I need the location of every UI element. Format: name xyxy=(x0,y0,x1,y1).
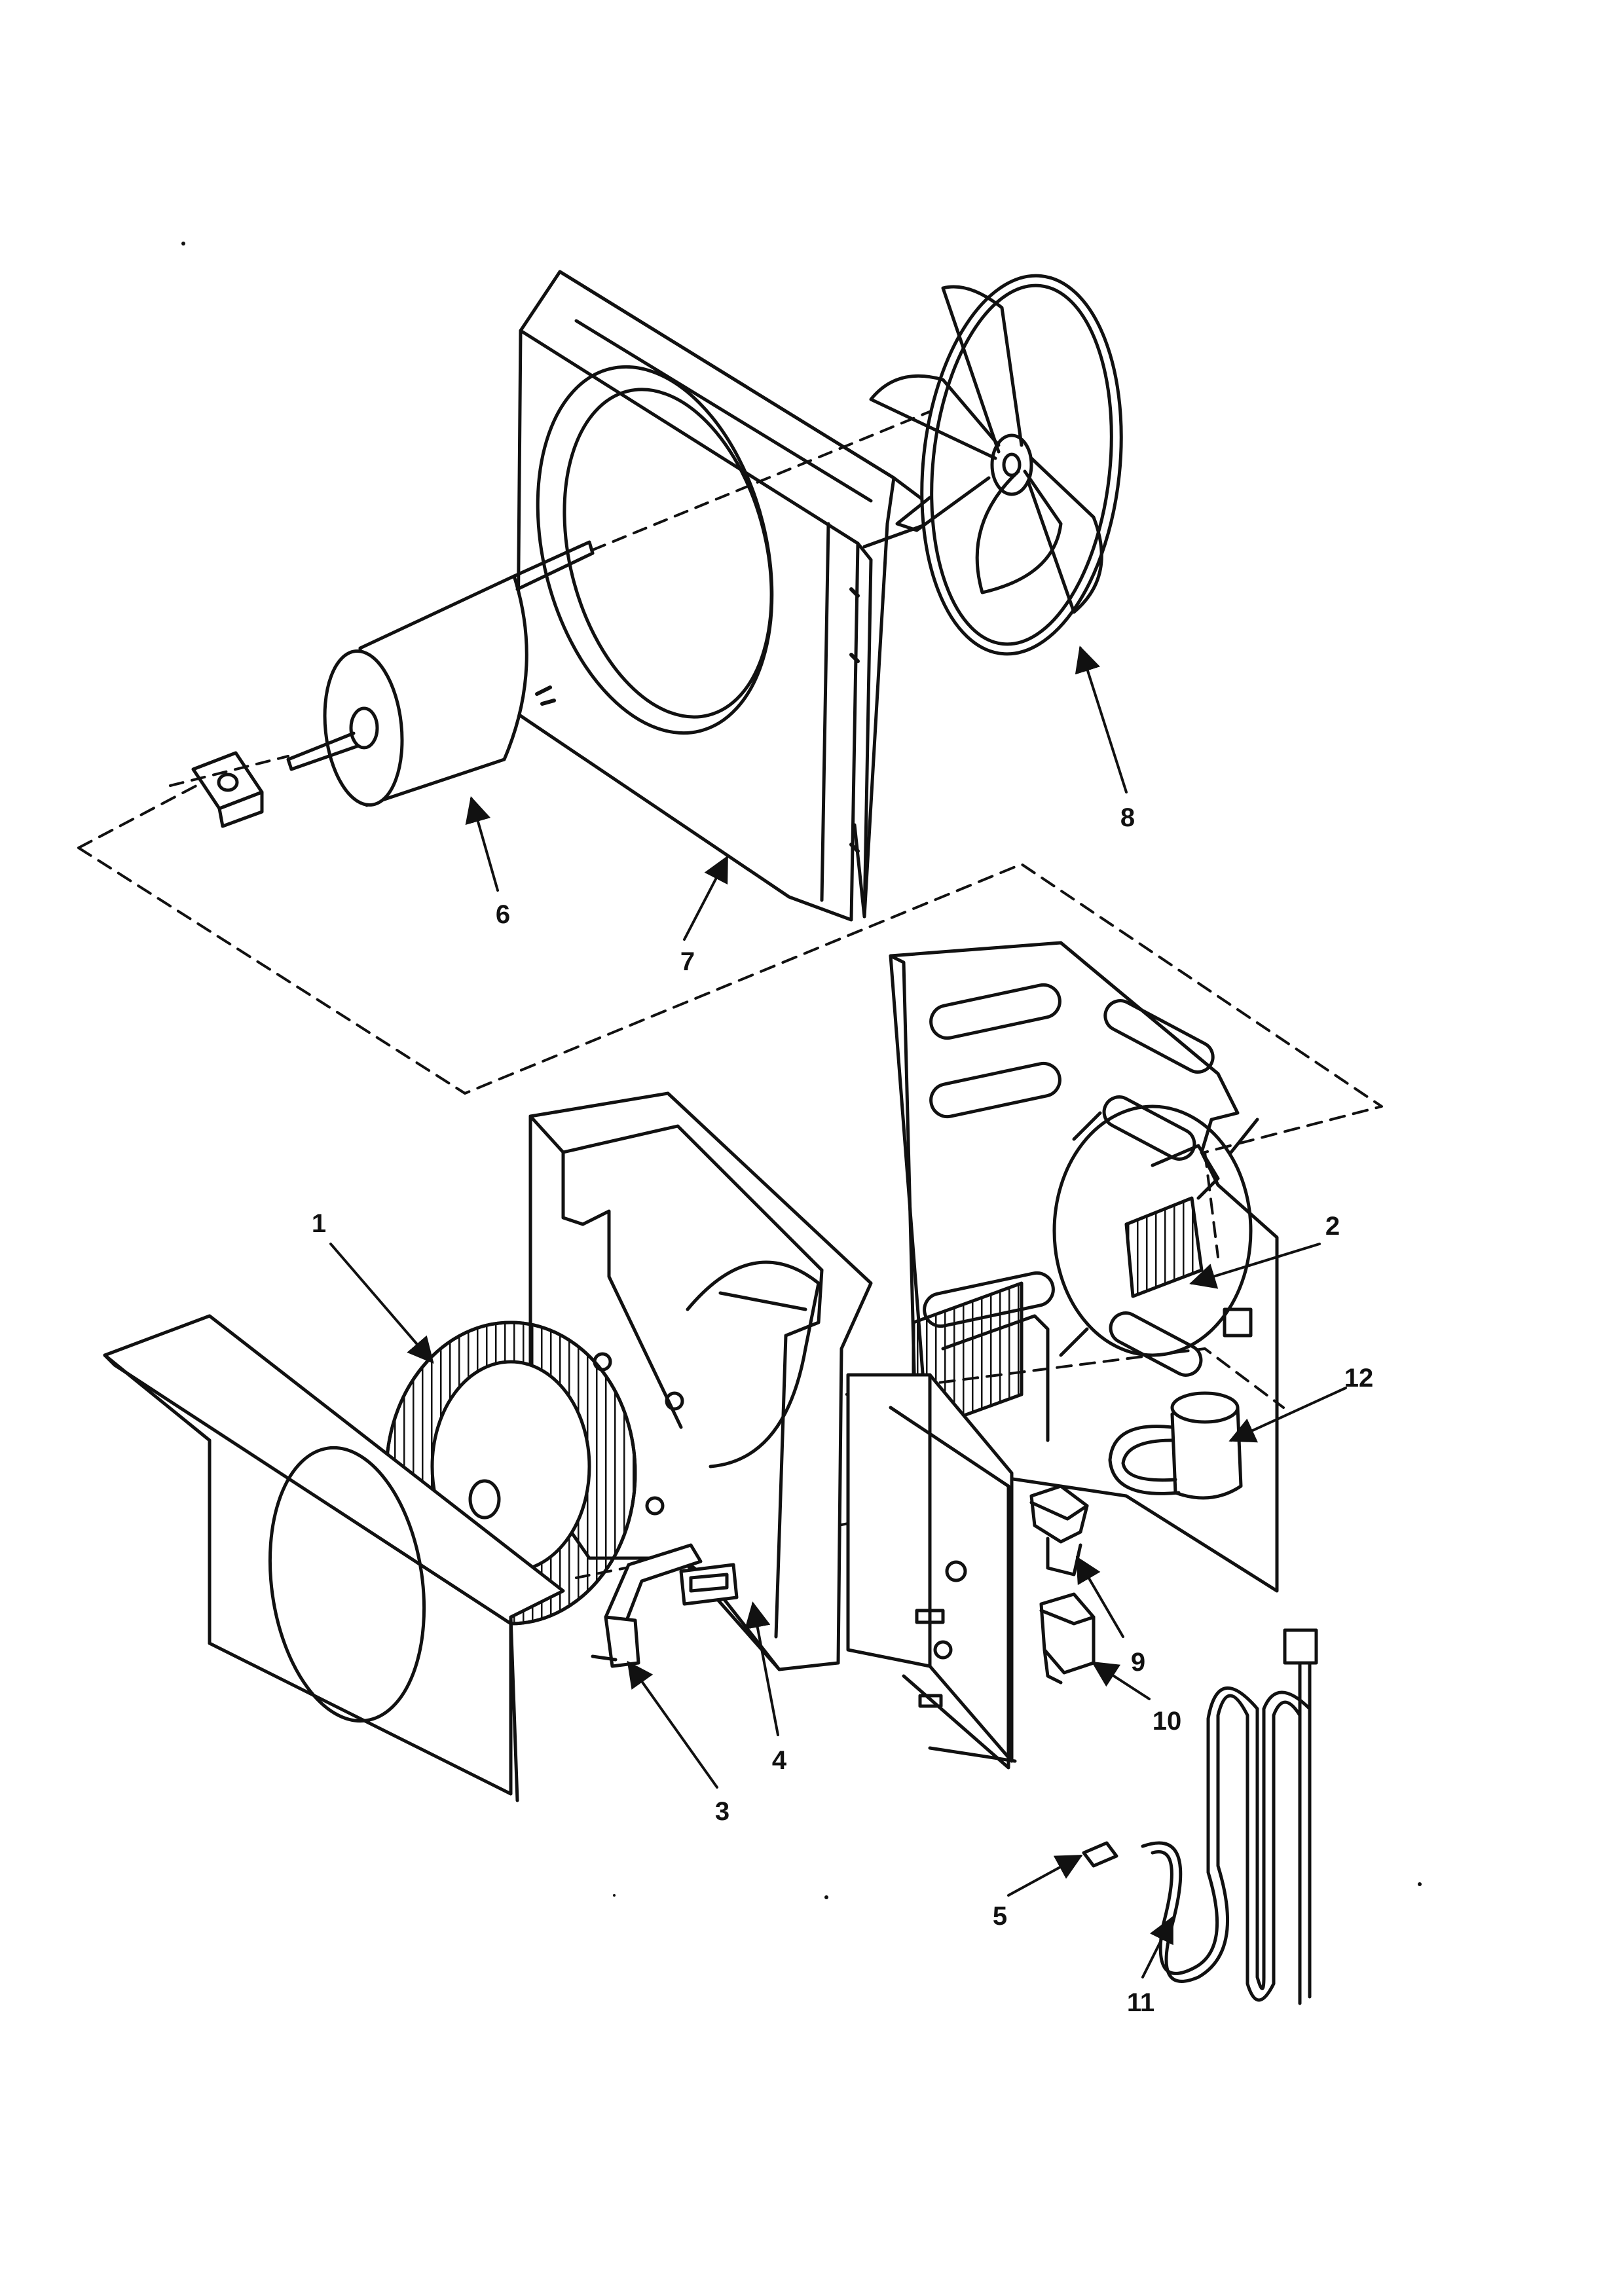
heater-guard xyxy=(1124,1144,1253,1338)
callout-labels: 1 2 3 4 5 6 7 8 9 10 11 12 xyxy=(312,803,1373,2017)
fan-motor xyxy=(286,540,595,807)
upper-alignment-plane xyxy=(77,847,1383,1154)
heater-element xyxy=(1141,1628,1318,2005)
capacitor xyxy=(1108,1391,1243,1500)
lower-alignment-plane xyxy=(588,1151,1285,1429)
callout-5: 5 xyxy=(993,1902,1007,1931)
thermostat-switch xyxy=(1039,1592,1096,1685)
heater-clip xyxy=(1082,1841,1118,1868)
callout-10: 10 xyxy=(1153,1707,1182,1736)
callout-2: 2 xyxy=(1325,1212,1340,1241)
blower-base-plate xyxy=(103,1314,565,1802)
callout-leaders xyxy=(329,646,1347,1978)
motor-bracket xyxy=(591,1543,703,1668)
print-specks xyxy=(181,242,1422,1899)
callout-7: 7 xyxy=(680,947,695,976)
relay-switch xyxy=(1029,1484,1089,1576)
fan-shroud xyxy=(515,270,948,922)
callout-6: 6 xyxy=(496,900,510,929)
callout-3: 3 xyxy=(715,1797,729,1826)
control-bracket xyxy=(846,1373,1017,1770)
callout-12: 12 xyxy=(1344,1364,1374,1393)
upper-plane-left-edge xyxy=(77,784,198,849)
callout-9: 9 xyxy=(1131,1648,1145,1677)
callout-8: 8 xyxy=(1120,803,1135,832)
bearing-housing xyxy=(679,1563,739,1606)
callout-11: 11 xyxy=(1127,1988,1154,2017)
fan-blade xyxy=(869,274,1123,656)
callout-1: 1 xyxy=(312,1209,326,1238)
motor-mount-block xyxy=(191,751,264,828)
callout-4: 4 xyxy=(772,1746,787,1775)
